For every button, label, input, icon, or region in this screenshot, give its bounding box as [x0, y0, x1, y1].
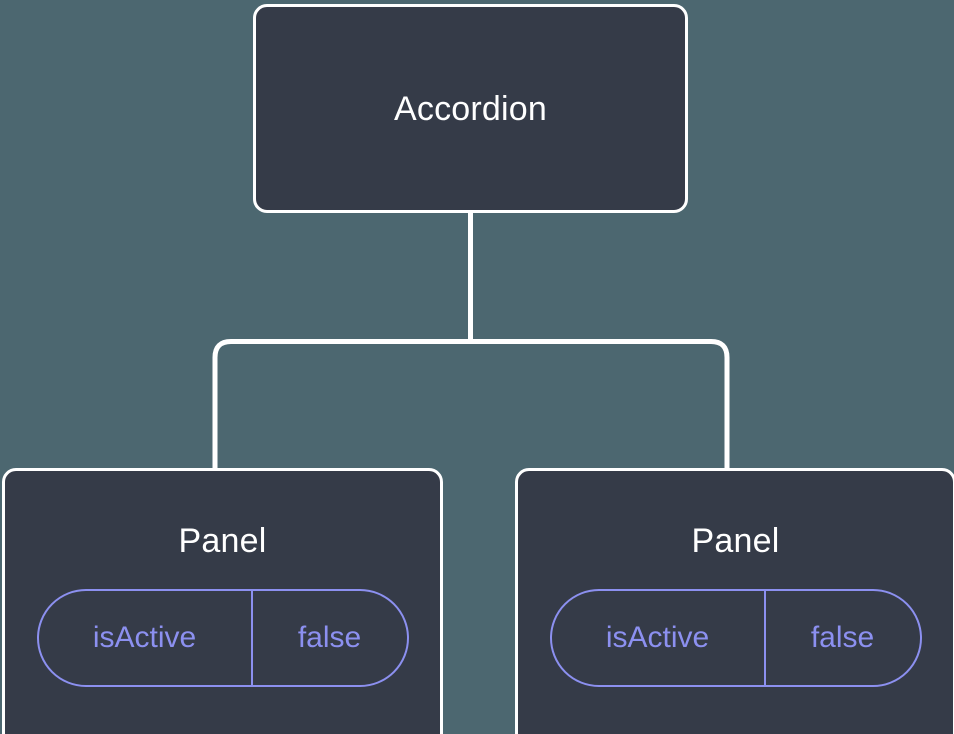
- prop-value-label: false: [810, 621, 875, 654]
- prop-key-label: isActive: [39, 591, 253, 685]
- node-panel-right-label: Panel: [691, 522, 780, 560]
- node-panel-left[interactable]: Panel isActive false: [2, 468, 443, 734]
- prop-pill-isactive-right[interactable]: isActive false: [549, 589, 922, 687]
- node-panel-right[interactable]: Panel isActive false: [515, 468, 954, 734]
- edge-to-panel-right: [470, 339, 730, 470]
- node-accordion-label: Accordion: [394, 89, 547, 128]
- prop-pill-isactive-left[interactable]: isActive false: [36, 589, 409, 687]
- node-panel-left-label: Panel: [178, 522, 267, 560]
- prop-value-label: false: [297, 621, 362, 654]
- prop-key-label: isActive: [552, 591, 766, 685]
- edge-to-panel-left: [212, 339, 471, 470]
- node-accordion[interactable]: Accordion: [253, 4, 688, 213]
